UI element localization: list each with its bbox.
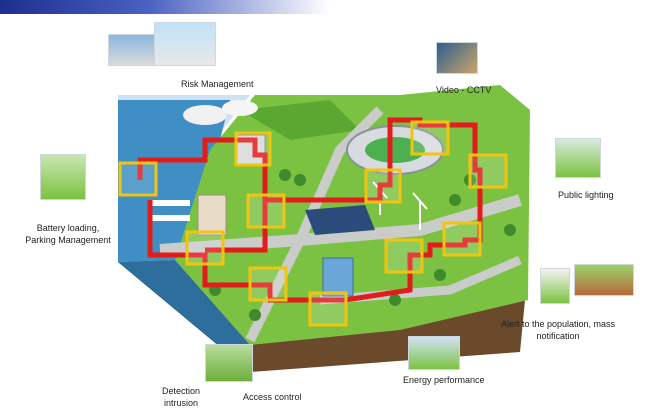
label-detection-line2: intrusion (163, 398, 199, 408)
stadium-pitch (365, 137, 425, 163)
label-public-lighting: Public lighting (558, 190, 614, 200)
label-alert-line1: Alert to the population, mass (500, 319, 616, 329)
title-bar (0, 0, 330, 14)
node-wind (364, 168, 402, 204)
marina-boats (150, 200, 190, 206)
cctv-thumbnail (436, 42, 478, 74)
lighting-thumbnail (555, 138, 601, 178)
node-access (248, 266, 288, 302)
node-marina (118, 161, 158, 197)
node-lighting (468, 153, 508, 189)
alert-thumbnail (540, 268, 570, 304)
smoke-cloud (183, 105, 227, 125)
node-stadium (410, 120, 450, 156)
main-road (159, 194, 522, 256)
node-cctv (246, 193, 286, 229)
node-energy (308, 291, 348, 327)
label-detection-intrusion: Detection intrusion (150, 385, 212, 409)
label-risk-management: Risk Management (181, 79, 254, 89)
node-houses (384, 238, 424, 274)
label-video-cctv: Video - CCTV (436, 85, 492, 95)
smoke-cloud (222, 100, 258, 116)
solar-field (305, 205, 375, 235)
label-access-control: Access control (243, 392, 302, 402)
label-battery-line1: Battery loading, (36, 223, 100, 233)
node-risk (234, 131, 272, 167)
parking-thumbnail (40, 154, 86, 200)
alert-thumbnail-2 (574, 264, 634, 296)
label-alert-line2: notification (536, 331, 580, 341)
network-branch (205, 200, 268, 253)
label-battery-parking: Battery loading, Parking Management (18, 222, 118, 246)
node-alert (442, 221, 482, 257)
label-energy-performance: Energy performance (403, 375, 485, 385)
water-area (118, 100, 230, 262)
detection-thumbnail (205, 344, 253, 382)
node-parking (185, 230, 225, 266)
cross-road (245, 106, 384, 343)
label-detection-line1: Detection (161, 386, 201, 396)
label-battery-line2: Parking Management (25, 235, 111, 245)
crop-field (240, 100, 360, 140)
risk-thumbnail-2 (154, 22, 216, 66)
building-hotel (197, 194, 227, 236)
label-alert-population: Alert to the population, mass notificati… (488, 318, 628, 342)
marina-boats (150, 215, 190, 221)
building-office (322, 257, 354, 297)
energy-thumbnail (408, 336, 460, 370)
risk-thumbnail (108, 34, 156, 66)
